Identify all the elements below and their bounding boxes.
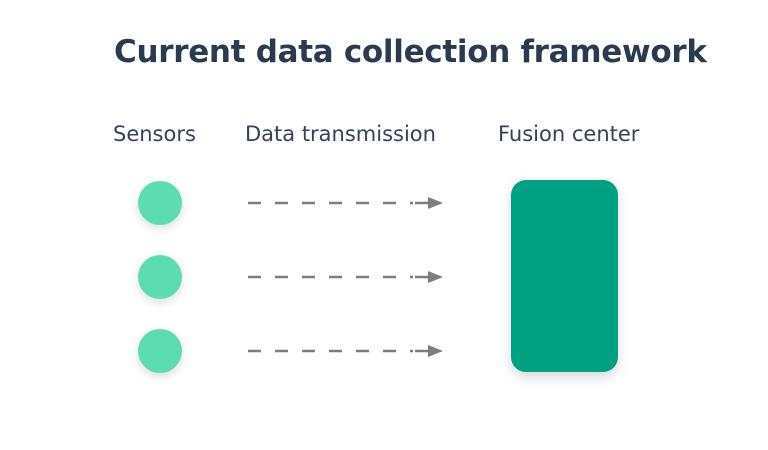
column-label-fusion-center: Fusion center: [498, 122, 640, 146]
sensor-node-1: [138, 181, 182, 225]
arrow-head-icon: [428, 271, 443, 283]
transmission-arrow-3: [247, 344, 445, 358]
sensor-node-3: [138, 329, 182, 373]
arrow-head-icon: [428, 345, 443, 357]
sensor-node-2: [138, 255, 182, 299]
fusion-center-block: [511, 180, 618, 372]
transmission-arrow-1: [247, 196, 445, 210]
column-label-data-transmission: Data transmission: [245, 122, 436, 146]
column-label-sensors: Sensors: [113, 122, 196, 146]
arrow-head-icon: [428, 197, 443, 209]
transmission-arrow-2: [247, 270, 445, 284]
page-title: Current data collection framework: [114, 34, 707, 70]
